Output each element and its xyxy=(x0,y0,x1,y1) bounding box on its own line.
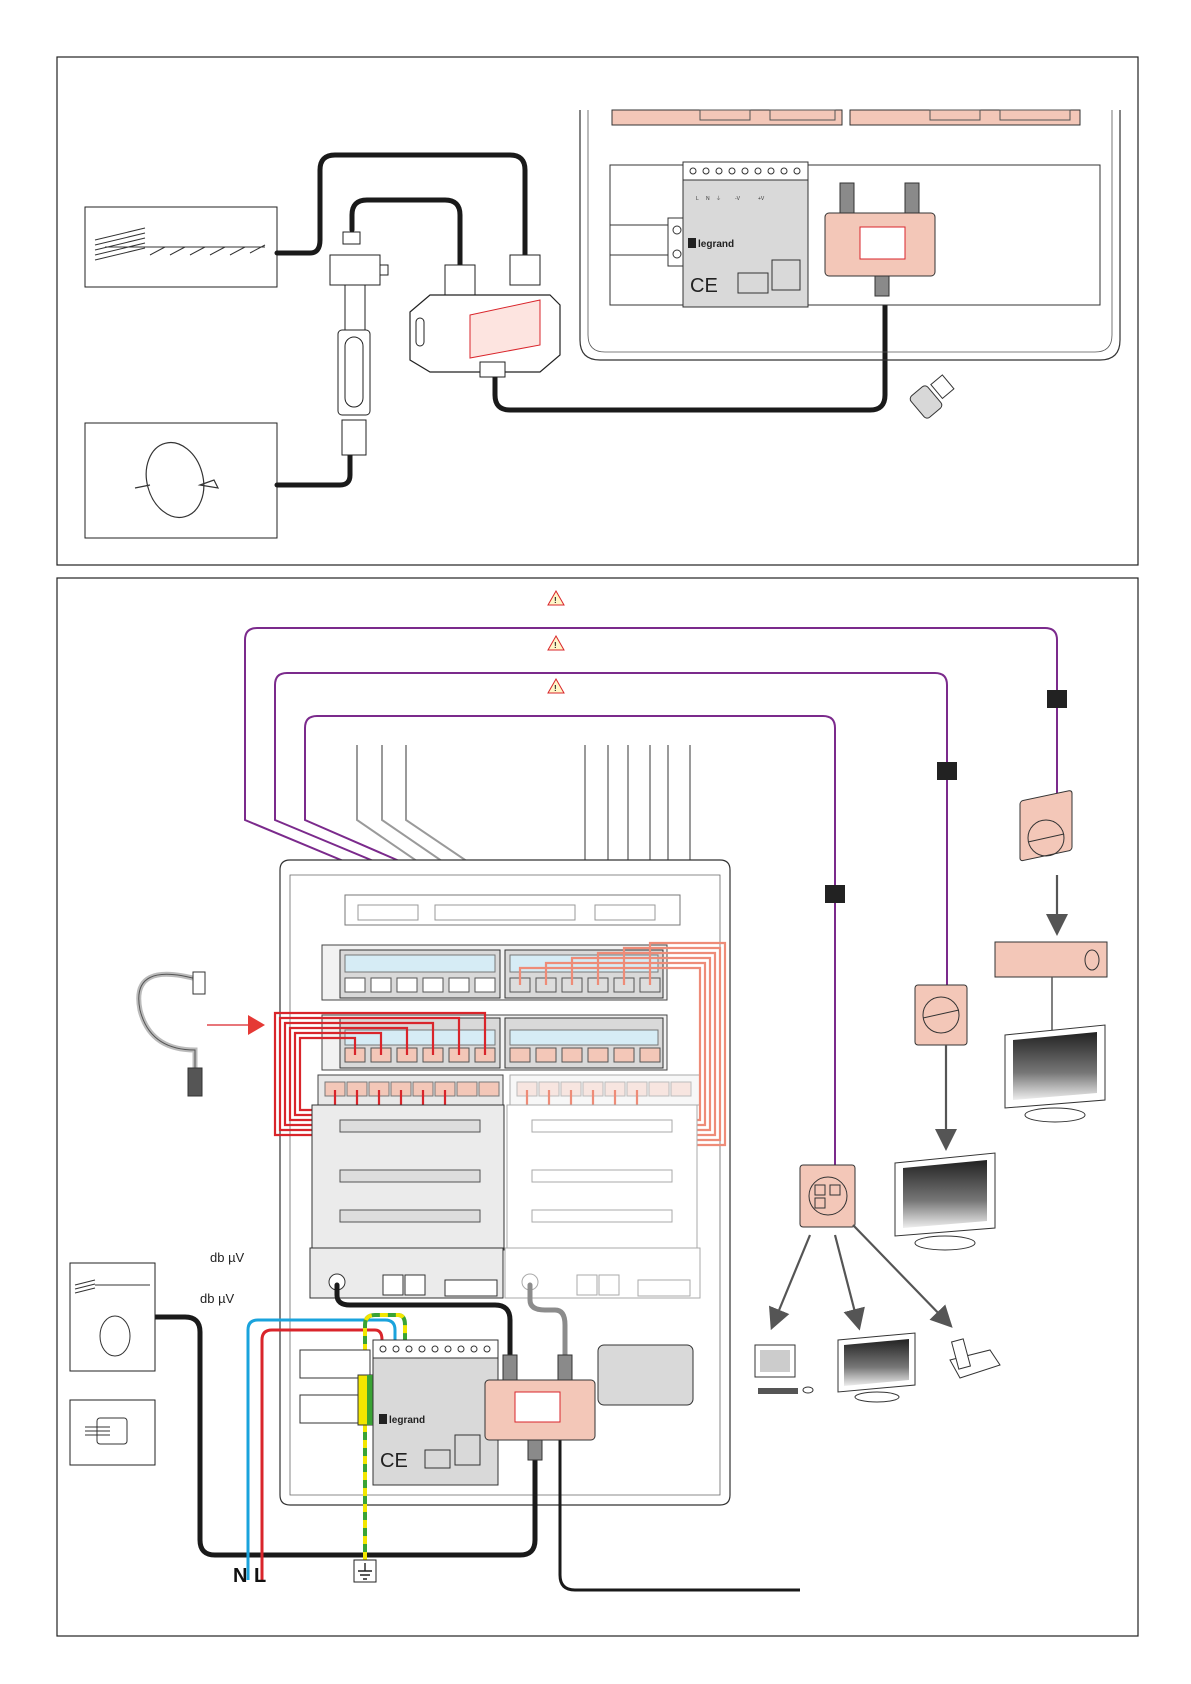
coax-splitter-large xyxy=(410,255,560,377)
svg-text:!: ! xyxy=(554,596,557,605)
f-connector-icon xyxy=(909,375,954,420)
power-supply-module-top: L N ⏚ -V +V legrand CE xyxy=(683,162,808,307)
rj45-port xyxy=(449,978,469,992)
satellite-receiver xyxy=(995,942,1107,977)
terminal-label-n: N xyxy=(706,196,710,202)
terminal-label-plus-v: +V xyxy=(758,196,765,202)
legrand-logo-icon xyxy=(379,1414,387,1424)
earth-ground-icon xyxy=(354,1560,376,1582)
rj45-port xyxy=(536,1048,556,1062)
cable-marker xyxy=(937,762,957,780)
patch-cord-icon xyxy=(139,972,205,1096)
terminal-label-l: L xyxy=(696,196,699,202)
brand-label: legrand xyxy=(389,1415,425,1426)
rj45-port xyxy=(371,978,391,992)
brand-label: legrand xyxy=(698,239,734,250)
telephone-icon xyxy=(950,1339,1000,1378)
ce-mark: CE xyxy=(690,275,718,297)
tv-monitor-2 xyxy=(895,1153,995,1250)
terminal-label-earth: ⏚ xyxy=(716,195,721,202)
rj45-port xyxy=(562,1048,582,1062)
warning-icon: ! xyxy=(548,591,564,605)
tv-monitor-1 xyxy=(1005,1025,1105,1122)
module-drawer-left xyxy=(312,1105,504,1250)
signal-level-label: db µV xyxy=(210,1250,245,1265)
rj45-port xyxy=(614,1048,634,1062)
wall-outlet-multimedia xyxy=(800,1165,855,1227)
terminal-label-minus-v: -V xyxy=(735,196,741,202)
media-outlet-right xyxy=(505,1248,700,1298)
warning-icon: ! xyxy=(548,679,564,693)
antenna-dish-source-box xyxy=(70,1263,155,1371)
legrand-logo-icon xyxy=(688,238,696,248)
cable-marker xyxy=(1047,690,1067,708)
svg-text:!: ! xyxy=(554,684,557,693)
rj45-port xyxy=(475,978,495,992)
rj45-port xyxy=(345,978,365,992)
power-supply-module: legrand CE xyxy=(373,1340,498,1485)
terrestrial-antenna-box xyxy=(85,207,277,287)
inline-filter xyxy=(338,330,370,455)
rj45-port xyxy=(397,978,417,992)
dish-coax-cable xyxy=(277,455,350,485)
rj45-port xyxy=(457,1082,477,1096)
rj45-port xyxy=(588,1048,608,1062)
signal-level-label: db µV xyxy=(200,1291,235,1306)
ce-mark: CE xyxy=(380,1450,408,1472)
tv-cable-source-box xyxy=(70,1400,155,1465)
rj45-port xyxy=(510,1048,530,1062)
tv-monitor-3 xyxy=(838,1333,915,1402)
coax-tee-connector xyxy=(330,232,388,330)
satellite-dish-box xyxy=(85,423,277,538)
cable-marker xyxy=(825,885,845,903)
module-drawer-right xyxy=(507,1105,697,1250)
svg-text:!: ! xyxy=(554,641,557,650)
warning-icon: ! xyxy=(548,636,564,650)
antenna-coax-cable xyxy=(277,155,525,255)
live-label: L xyxy=(254,1565,266,1587)
auxiliary-module xyxy=(598,1345,693,1405)
rj45-port xyxy=(479,1082,499,1096)
wall-outlet-tv-2 xyxy=(915,985,967,1045)
rj45-port xyxy=(649,1082,669,1096)
arrow-right-icon xyxy=(248,1015,265,1035)
rj45-port xyxy=(671,1082,691,1096)
computer-icon xyxy=(755,1345,813,1394)
wall-outlet-tv-1 xyxy=(1020,790,1072,861)
neutral-label: N xyxy=(233,1565,247,1587)
rj45-port xyxy=(640,1048,660,1062)
rj45-port xyxy=(423,978,443,992)
